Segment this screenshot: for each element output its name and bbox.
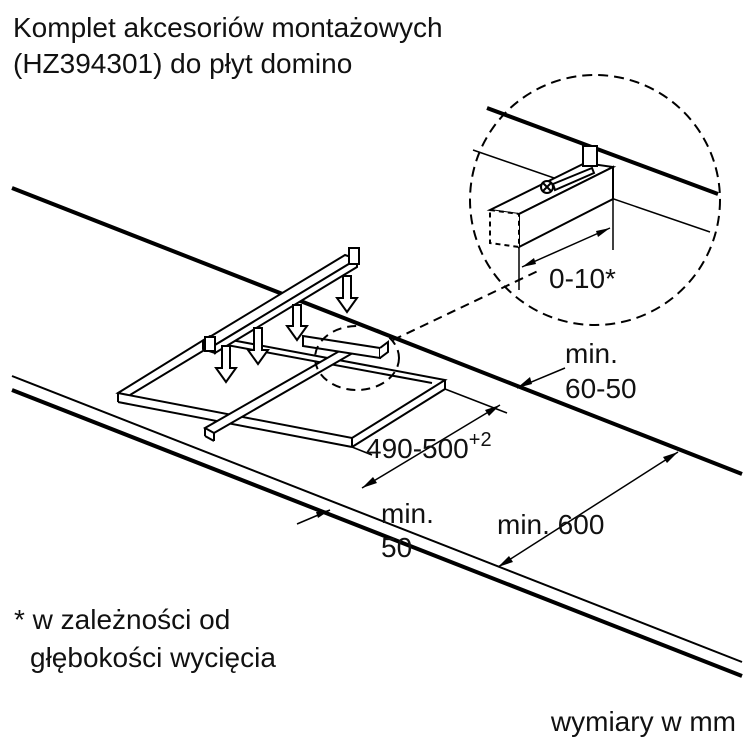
assembly-arrows — [214, 275, 359, 384]
detail-circle — [469, 74, 721, 326]
title-line-2: (HZ394301) do płyt domino — [13, 48, 353, 79]
detail-marker — [314, 325, 400, 391]
front-distance-arrow — [316, 510, 330, 518]
depth-arrow-bottom — [498, 556, 513, 567]
footnote-line-1: * w zależności od — [14, 604, 231, 635]
depth-arrow-top — [663, 452, 678, 463]
detail-leader — [392, 269, 541, 341]
label-thickness-1: min. — [565, 338, 618, 369]
label-depth: min. 600 — [497, 509, 604, 540]
worktop-back-edge — [11, 186, 743, 476]
units-note: wymiary w mm — [550, 706, 736, 737]
thickness-arrow — [517, 377, 532, 388]
title-line-1: Komplet akcesoriów montażowych — [13, 12, 443, 43]
label-thickness-2: 60-50 — [565, 373, 637, 404]
worktop-front-edge-top — [11, 375, 743, 663]
footnote-line-2: głębokości wycięcia — [30, 642, 276, 673]
width-dimension — [351, 388, 508, 489]
detail-view — [472, 106, 719, 290]
label-front-distance-2: 50 — [381, 532, 412, 563]
label-gap: 0-10* — [549, 263, 616, 294]
width-arrow-left — [362, 477, 377, 488]
worktop-front-edge-bottom — [11, 388, 743, 678]
mounting-bar — [200, 247, 360, 355]
label-width: 490-500+2 — [366, 429, 492, 464]
label-front-distance-1: min. — [381, 498, 434, 529]
depth-dimension-line — [497, 451, 679, 568]
width-arrow-right — [485, 405, 500, 416]
